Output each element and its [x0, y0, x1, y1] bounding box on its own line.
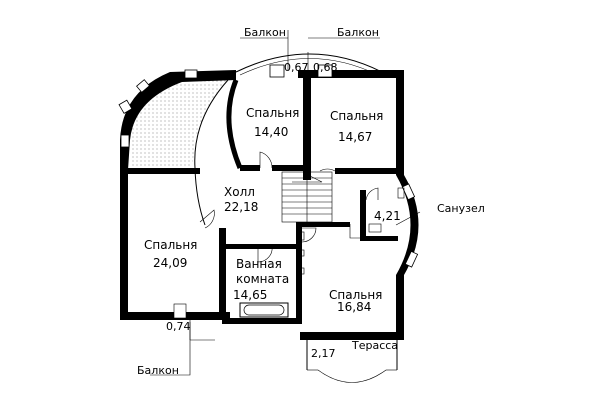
wall-bedroom1-bottom-b [272, 165, 310, 171]
wall-bedroom2-bottom [335, 168, 399, 174]
wall-top-right [298, 70, 404, 78]
label-balcony-top-left: Балкон [244, 26, 286, 39]
wall-left [120, 168, 128, 320]
label-hall: Холл [224, 185, 255, 199]
bedroom-1-curved-wall [226, 79, 243, 169]
wall-bedroom3-right [219, 228, 226, 320]
left-curved-wall [120, 70, 236, 170]
label-hall-area: 22,18 [224, 200, 258, 214]
label-bedroom-4: Спальня [329, 288, 382, 302]
label-bedroom-4-area: 16,84 [337, 300, 371, 314]
staircase [281, 171, 333, 223]
wall-right-upper [396, 70, 404, 175]
bottom-balcony [150, 303, 215, 376]
dotted-floor-area [130, 78, 228, 168]
label-bedroom-3-area: 24,09 [153, 256, 187, 270]
label-bedroom-1-area: 14,40 [254, 125, 288, 139]
wall-wc-bottom [360, 236, 398, 241]
label-dim-074: 0,74 [166, 320, 191, 333]
bathtub [239, 302, 289, 318]
label-dim-068: 0,68 [313, 61, 338, 74]
left-arc-windows [118, 69, 198, 148]
label-wc-area: 4,21 [374, 209, 401, 223]
label-balcony-top-right: Балкон [337, 26, 379, 39]
wall-bedroom4-top [302, 222, 350, 227]
wall-bath-right [296, 222, 302, 324]
label-bedroom-2-area: 14,67 [338, 130, 372, 144]
label-wc: Санузел [437, 202, 485, 215]
wall-bottom-right [300, 332, 404, 340]
label-dim-067: 0,67 [284, 61, 309, 74]
label-bedroom-2: Спальня [330, 109, 383, 123]
sink-fixtures [297, 187, 405, 275]
label-terrace: Терасса [351, 339, 398, 352]
terrace [306, 340, 398, 383]
wall-right-lower [396, 275, 404, 340]
label-dim-217: 2,17 [311, 347, 336, 360]
label-bedroom-1: Спальня [246, 106, 299, 120]
label-bath-line1: Ванная [236, 257, 282, 271]
wall-wc-left [360, 190, 366, 240]
label-bath-line2: комната [236, 272, 289, 286]
wall-bedroom1-bottom [240, 165, 260, 171]
label-balcony-bottom: Балкон [137, 364, 179, 377]
top-balcony-arc [235, 53, 383, 73]
wall-bedroom-divider [303, 78, 311, 180]
label-bedroom-3: Спальня [144, 238, 197, 252]
balcony-doors-top [240, 30, 380, 78]
wall-bath-bottom [222, 318, 302, 324]
label-bath-area: 14,65 [233, 288, 267, 302]
wall-bedroom3-top [125, 168, 200, 174]
wall-bath-top [226, 244, 296, 249]
door-swings [199, 151, 379, 263]
right-bay-wall [396, 175, 419, 275]
